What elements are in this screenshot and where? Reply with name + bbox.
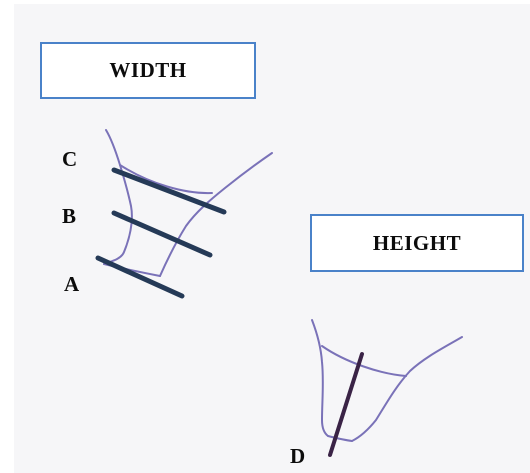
upper-sketch-left-edge bbox=[103, 129, 133, 265]
measure-line-b bbox=[111, 210, 213, 258]
lower-sketch-right-edge bbox=[351, 336, 463, 442]
lower-sketch-inner-curve bbox=[321, 345, 407, 377]
marker-d-label: D bbox=[290, 444, 306, 468]
height-label-box: HEIGHT bbox=[310, 214, 524, 272]
lower-sketch-bottom-edge bbox=[327, 435, 353, 442]
lower-sketch-left-edge bbox=[311, 319, 329, 437]
marker-a-label: A bbox=[64, 272, 80, 296]
measure-line-a bbox=[95, 255, 185, 299]
width-label-box: WIDTH bbox=[40, 42, 256, 99]
measure-line-c bbox=[111, 167, 227, 215]
measure-line-d bbox=[328, 352, 364, 457]
upper-sketch bbox=[103, 129, 273, 277]
height-label-text: HEIGHT bbox=[372, 230, 462, 255]
marker-b-label: B bbox=[62, 204, 77, 228]
lower-sketch bbox=[311, 319, 463, 442]
width-measure-lines bbox=[95, 167, 227, 299]
width-label-text: WIDTH bbox=[109, 58, 187, 82]
marker-c-label: C bbox=[62, 147, 78, 171]
upper-sketch-right-edge bbox=[159, 152, 273, 277]
upper-sketch-inner-curve bbox=[119, 164, 213, 195]
